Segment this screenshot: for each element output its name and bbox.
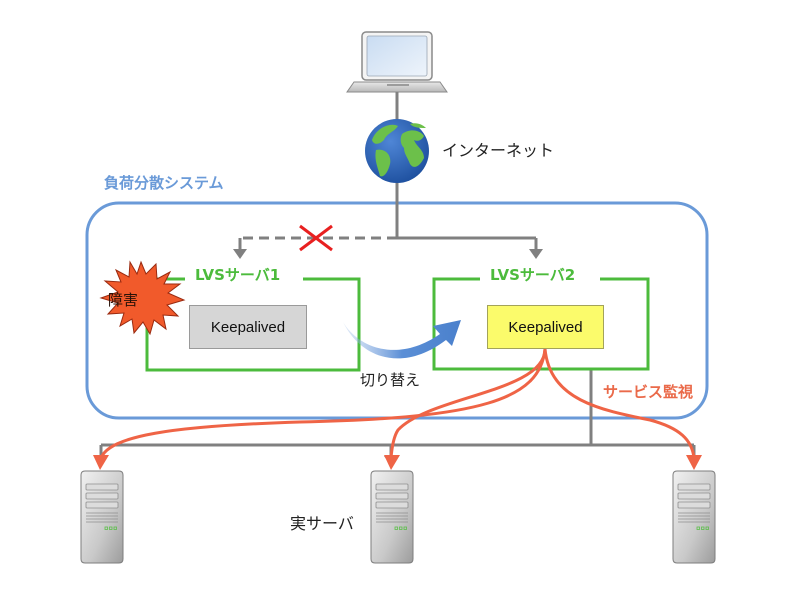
real-server-3 [672, 470, 716, 564]
monitor-arrowheads [93, 455, 702, 470]
system-title: 負荷分散システム [104, 174, 224, 192]
real-server-label: 実サーバ [290, 514, 354, 533]
lvs2-frame [432, 277, 650, 371]
keepalived-lvs1: Keepalived [189, 305, 307, 349]
real-server-1 [80, 470, 124, 564]
laptop-icon [346, 31, 448, 93]
monitor-arrow-server2 [389, 348, 547, 459]
monitor-arrow-server3 [543, 348, 696, 459]
monitor-arrow-server1 [99, 348, 547, 459]
monitoring-label: サービス監視 [603, 383, 694, 401]
monitoring-arrows [99, 348, 696, 459]
failover-label: 切り替え [360, 371, 421, 389]
real-server-2 [370, 470, 414, 564]
internet-label: インターネット [442, 141, 555, 160]
fault-burst-icon [99, 260, 186, 336]
keepalived-lvs2: Keepalived [487, 305, 604, 349]
failover-arrow-icon [343, 320, 461, 359]
server-tower-icon [370, 470, 414, 564]
lvs2-title: LVSサーバ2 [485, 268, 581, 283]
server-tower-icon [80, 470, 124, 564]
server-tower-icon [672, 470, 716, 564]
lvs1-title: LVSサーバ1 [190, 268, 286, 283]
fault-label: 障害 [108, 291, 139, 309]
globe-icon [365, 119, 429, 183]
blocked-x-icon [299, 224, 333, 252]
